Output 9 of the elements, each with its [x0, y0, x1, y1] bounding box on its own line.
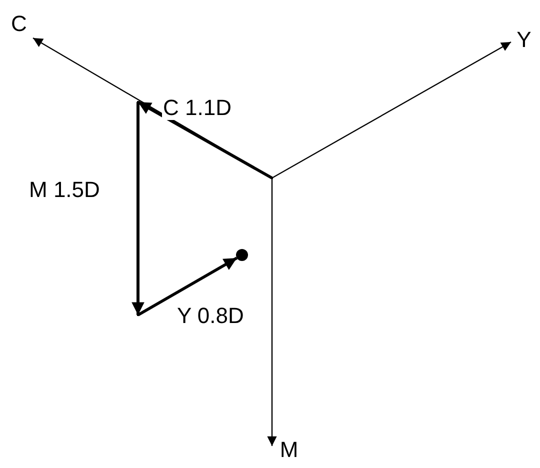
vector-arrow	[132, 102, 144, 315]
axis-label: Y	[513, 28, 535, 52]
axis-arrow	[267, 178, 277, 446]
vector-arrow	[137, 100, 273, 180]
axis-label: M	[277, 438, 301, 462]
axis-arrow	[272, 41, 512, 179]
axis-label: C	[8, 12, 30, 36]
dot-marker	[236, 249, 248, 261]
vector-arrow	[137, 256, 238, 316]
